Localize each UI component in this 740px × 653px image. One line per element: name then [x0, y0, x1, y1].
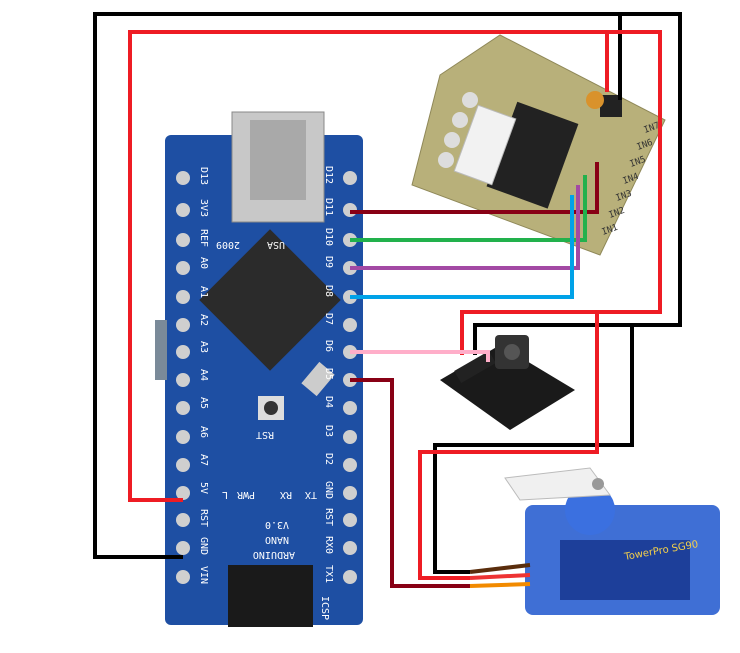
pin-rx0	[343, 541, 357, 555]
pin-label: D5	[323, 368, 334, 380]
wires	[93, 12, 682, 588]
pin-d13	[176, 171, 190, 185]
pin-label: 3V3	[198, 199, 209, 217]
d5-servo-signal-wire	[350, 378, 470, 588]
pin-d7	[343, 318, 357, 332]
d9-in3-wire	[350, 185, 580, 270]
pin-d12	[343, 171, 357, 185]
tx-label: TX	[305, 489, 317, 500]
pin-label: A5	[198, 397, 209, 409]
power-jumper	[600, 95, 622, 117]
pin-d2	[343, 458, 357, 472]
pin-label: D7	[323, 313, 334, 325]
year-label: 2009	[216, 239, 240, 250]
pin-a2	[176, 318, 190, 332]
pin-label: GND	[323, 481, 334, 499]
pin-label: D11	[323, 198, 334, 216]
pin-label: 5V	[198, 482, 209, 494]
pin-label: TX1	[323, 565, 334, 583]
l-label: L	[222, 489, 228, 500]
icsp-header	[228, 565, 313, 627]
pin-label: RST	[198, 509, 209, 527]
pin-label: A6	[198, 426, 209, 438]
pin-vin	[176, 570, 190, 584]
motor-connector	[453, 104, 517, 186]
pin-label: A1	[198, 286, 209, 298]
pin-rst	[343, 513, 357, 527]
pin-label: A4	[198, 369, 209, 381]
pwr-label: PWR	[236, 489, 255, 500]
pin-d3	[343, 430, 357, 444]
pin-tx1	[343, 570, 357, 584]
pin-label: RST	[323, 508, 334, 526]
d11-in1-wire	[350, 162, 599, 214]
pin-a1	[176, 290, 190, 304]
servo-motor: TowerPro SG90	[469, 467, 720, 615]
d10-in2-wire	[350, 175, 587, 242]
pin-label: A7	[198, 454, 209, 466]
name-label: ARDUINO	[253, 549, 295, 560]
pin-label: VIN	[198, 566, 209, 584]
servo-horn	[504, 467, 611, 501]
pin-gnd	[343, 486, 357, 500]
gnd-wire	[93, 12, 682, 559]
pin-a6	[176, 430, 190, 444]
pin-5v	[176, 486, 190, 500]
pin-label: A2	[198, 314, 209, 326]
pin-label: D8	[323, 285, 334, 297]
rst-label: RST	[256, 429, 274, 440]
vcc-wire	[128, 30, 662, 502]
d6-ir-signal-wire	[350, 350, 490, 362]
pin-d4	[343, 401, 357, 415]
model-label: NANO	[265, 534, 289, 545]
pin-a3	[176, 345, 190, 359]
pin-label: REF	[198, 229, 209, 247]
pin-gnd	[176, 541, 190, 555]
servo-gnd-wire	[433, 325, 634, 574]
pin-label: D6	[323, 340, 334, 352]
ir-receiver-module	[440, 335, 575, 430]
pin-label: A3	[198, 341, 209, 353]
servo-vcc-wire	[418, 312, 599, 580]
pin-label: A0	[198, 257, 209, 269]
pin-a5	[176, 401, 190, 415]
d8-in4-wire	[350, 195, 574, 299]
pin-label: D9	[323, 256, 334, 268]
version-label: V3.0	[265, 519, 289, 530]
pin-label: D12	[323, 166, 334, 184]
rx-label: RX	[280, 489, 292, 500]
pin-rst	[176, 513, 190, 527]
pin-label: D4	[323, 396, 334, 408]
pin-3v3	[176, 203, 190, 217]
pin-label: D13	[198, 167, 209, 185]
pin-label: D10	[323, 228, 334, 246]
pin-label: GND	[198, 537, 209, 555]
pin-label: D2	[323, 453, 334, 465]
usa-label: USA	[267, 239, 285, 250]
crystal	[301, 361, 335, 397]
pin-label: RX0	[323, 536, 334, 554]
pin-label: D3	[323, 425, 334, 437]
pin-a4	[176, 373, 190, 387]
pin-a7	[176, 458, 190, 472]
pin-a0	[176, 261, 190, 275]
pin-ref	[176, 233, 190, 247]
icsp-label: ICSP	[319, 596, 330, 620]
